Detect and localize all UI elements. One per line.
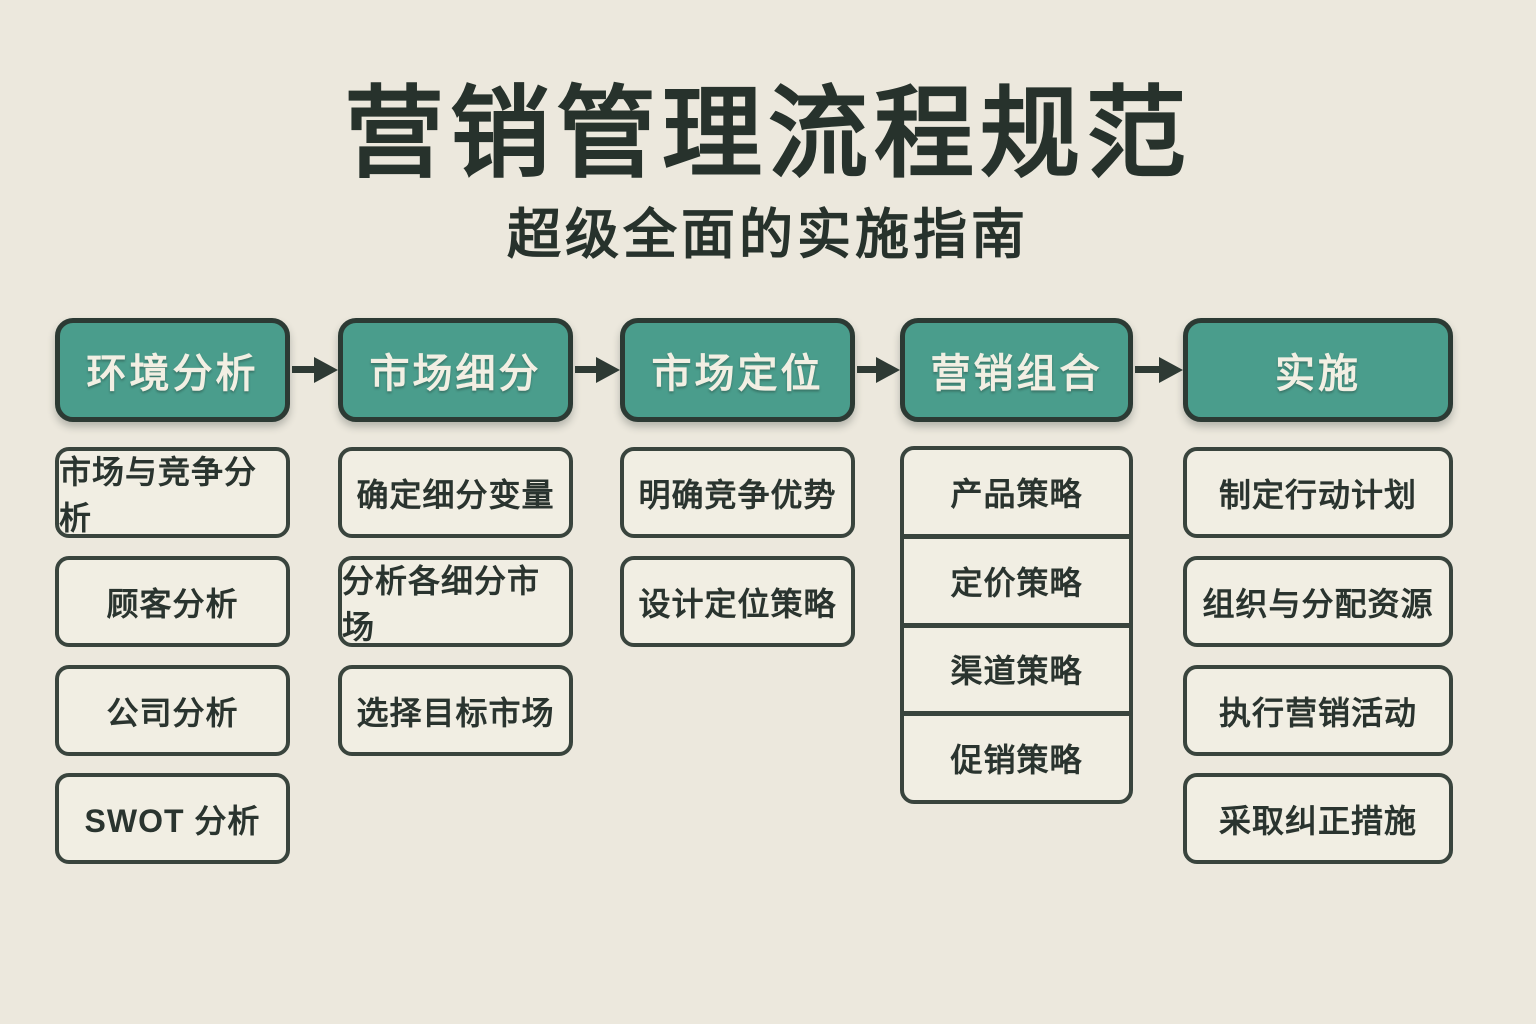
arrow-head — [1159, 357, 1183, 383]
step-box-organize-allocate-resources: 组织与分配资源 — [1183, 556, 1453, 647]
step-box-take-corrective-measures: 采取纠正措施 — [1183, 773, 1453, 864]
stage-header-market-positioning: 市场定位 — [620, 318, 855, 422]
arrow-head — [596, 357, 620, 383]
step-cell-pricing-strategy: 定价策略 — [904, 533, 1129, 623]
arrow-right-icon — [1135, 357, 1183, 383]
arrow-shaft — [292, 366, 318, 373]
page-title: 营销管理流程规范 — [344, 78, 1192, 190]
step-box-select-target-market: 选择目标市场 — [338, 665, 573, 756]
marketing-mix-stack: 产品策略 定价策略 渠道策略 促销策略 — [900, 446, 1133, 804]
arrow-shaft — [857, 366, 880, 373]
step-box-customer-analysis: 顾客分析 — [55, 556, 290, 647]
arrow-shaft — [575, 366, 600, 373]
step-cell-promotion-strategy: 促销策略 — [904, 711, 1129, 800]
step-box-determine-segment-variables: 确定细分变量 — [338, 447, 573, 538]
step-box-make-action-plan: 制定行动计划 — [1183, 447, 1453, 538]
arrow-shaft — [1135, 366, 1163, 373]
arrow-right-icon — [857, 357, 900, 383]
step-cell-channel-strategy: 渠道策略 — [904, 622, 1129, 712]
arrow-head — [876, 357, 900, 383]
step-box-analyze-segments: 分析各细分市场 — [338, 556, 573, 647]
arrow-right-icon — [575, 357, 620, 383]
stage-header-environment-analysis: 环境分析 — [55, 318, 290, 422]
arrow-right-icon — [292, 357, 338, 383]
step-cell-product-strategy: 产品策略 — [950, 475, 1083, 512]
step-box-design-positioning-strategy: 设计定位策略 — [620, 556, 855, 647]
step-box-company-analysis: 公司分析 — [55, 665, 290, 756]
arrow-head — [314, 357, 338, 383]
step-box-swot-analysis: SWOT 分析 — [55, 773, 290, 864]
stage-header-implementation: 实施 — [1183, 318, 1453, 422]
page-subtitle: 超级全面的实施指南 — [507, 205, 1029, 265]
stage-header-marketing-mix: 营销组合 — [900, 318, 1133, 422]
step-box-execute-marketing-activities: 执行营销活动 — [1183, 665, 1453, 756]
stage-header-market-segmentation: 市场细分 — [338, 318, 573, 422]
step-box-clarify-competitive-advantage: 明确竞争优势 — [620, 447, 855, 538]
step-box-market-competition-analysis: 市场与竞争分析 — [55, 447, 290, 538]
